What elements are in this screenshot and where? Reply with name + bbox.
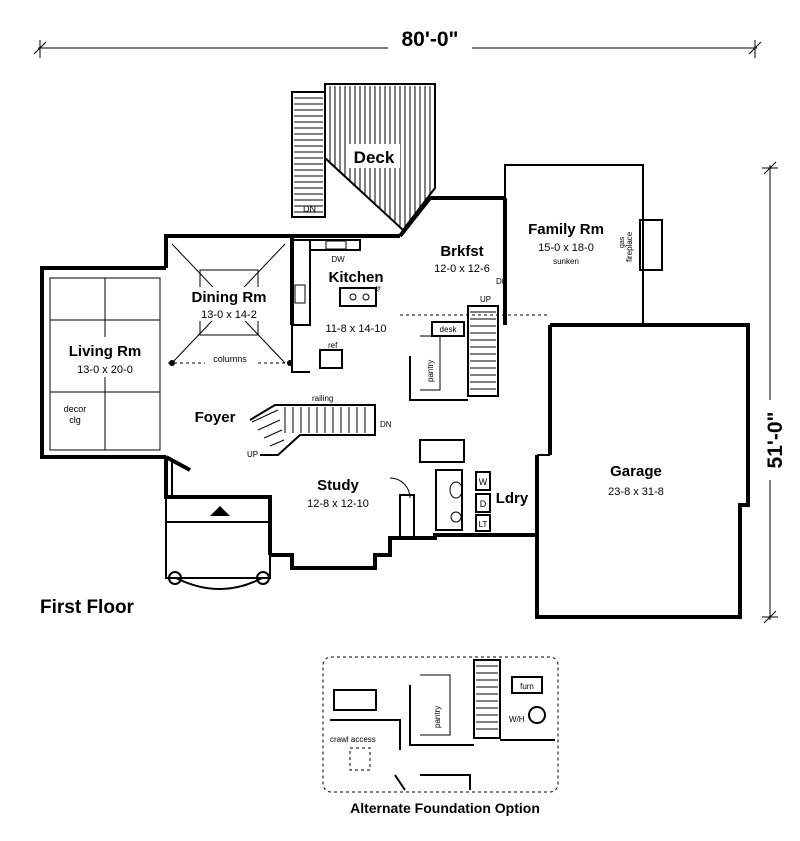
depth-dimension: 51'-0" <box>756 161 787 624</box>
gas-label: gas <box>619 236 626 248</box>
study: Study 12-8 x 12-10 <box>307 477 415 538</box>
breakfast-size: 12-0 x 12-6 <box>434 263 490 275</box>
living-room: Living Rm 13-0 x 20-0 decor clg <box>49 277 161 451</box>
study-size: 12-8 x 12-10 <box>307 498 369 510</box>
decor-ceiling-label-2: clg <box>69 415 81 425</box>
family-room-size: 15-0 x 18-0 <box>538 242 594 254</box>
kitchen-size: 11-8 x 14-10 <box>326 323 387 335</box>
deck: DN Deck <box>291 83 436 232</box>
dryer-label: D <box>480 499 487 509</box>
bath-laundry: W D LT Ldry <box>419 439 529 532</box>
garage-label: Garage <box>610 463 662 480</box>
stair-up-label: UP <box>247 450 258 459</box>
columns-label: columns <box>213 354 247 364</box>
family-room: Family Rm 15-0 x 18-0 sunken fireplace g… <box>526 216 634 266</box>
main-stair-winder <box>257 419 281 431</box>
study-label: Study <box>317 477 359 494</box>
depth-dimension-label: 51'-0" <box>764 412 787 469</box>
desk-label: desk <box>440 325 458 334</box>
dining-room: Dining Rm 13-0 x 14-2 columns <box>168 243 293 366</box>
kitchen: DW island ref Kitchen 11-8 x 14-10 <box>291 239 390 373</box>
alt-pantry-label: pantry <box>433 706 442 728</box>
living-room-label: Living Rm <box>69 343 142 360</box>
dining-room-size: 13-0 x 14-2 <box>201 309 257 321</box>
family-room-note: sunken <box>553 257 579 266</box>
dining-room-label: Dining Rm <box>192 289 267 306</box>
breakfast-label: Brkfst <box>440 243 483 260</box>
laundry-tub-label: LT <box>479 520 488 529</box>
floor-label: First Floor <box>40 597 135 618</box>
width-dimension: 80'-0" <box>33 24 762 58</box>
width-dimension-label: 80'-0" <box>402 28 459 51</box>
foyer: Foyer railing DN UP <box>165 394 392 495</box>
main-stair-winder <box>263 429 283 439</box>
deck-dn-label: DN <box>303 204 316 214</box>
pantry-label: pantry <box>426 360 435 382</box>
brkfst-up-label: UP <box>480 295 491 304</box>
garage: Garage 23-8 x 31-8 <box>608 463 664 498</box>
furnace-label: furn <box>520 682 534 691</box>
refrigerator-label: ref <box>328 341 338 350</box>
foyer-label: Foyer <box>195 409 236 426</box>
kitchen-label: Kitchen <box>328 269 383 286</box>
alternate-foundation-title: Alternate Foundation Option <box>350 800 540 816</box>
washer-label: W <box>479 477 488 487</box>
main-stair-winder <box>269 439 285 447</box>
main-stair-winder <box>251 409 279 423</box>
laundry-label: Ldry <box>496 490 529 507</box>
dishwasher-label: DW <box>331 255 345 264</box>
water-heater-label: W/H <box>509 715 525 724</box>
crawl-access-label: crawl access <box>330 735 376 744</box>
breakfast-room: Brkfst 12-0 x 12-6 DN UP desk pantry <box>400 243 550 401</box>
family-room-label: Family Rm <box>528 221 604 238</box>
decor-ceiling-label-1: decor <box>64 404 87 414</box>
exterior-walls <box>40 164 750 619</box>
fireplace-label: fireplace <box>625 231 634 262</box>
living-room-size: 13-0 x 20-0 <box>77 364 133 376</box>
railing-label: railing <box>312 394 333 403</box>
deck-label: Deck <box>354 148 395 167</box>
brkfst-dn-label: DN <box>496 277 508 286</box>
garage-size: 23-8 x 31-8 <box>608 486 664 498</box>
stair-dn-label: DN <box>380 420 392 429</box>
alternate-foundation-inset: crawl access pantry furn W/H Alternate F… <box>322 656 559 816</box>
